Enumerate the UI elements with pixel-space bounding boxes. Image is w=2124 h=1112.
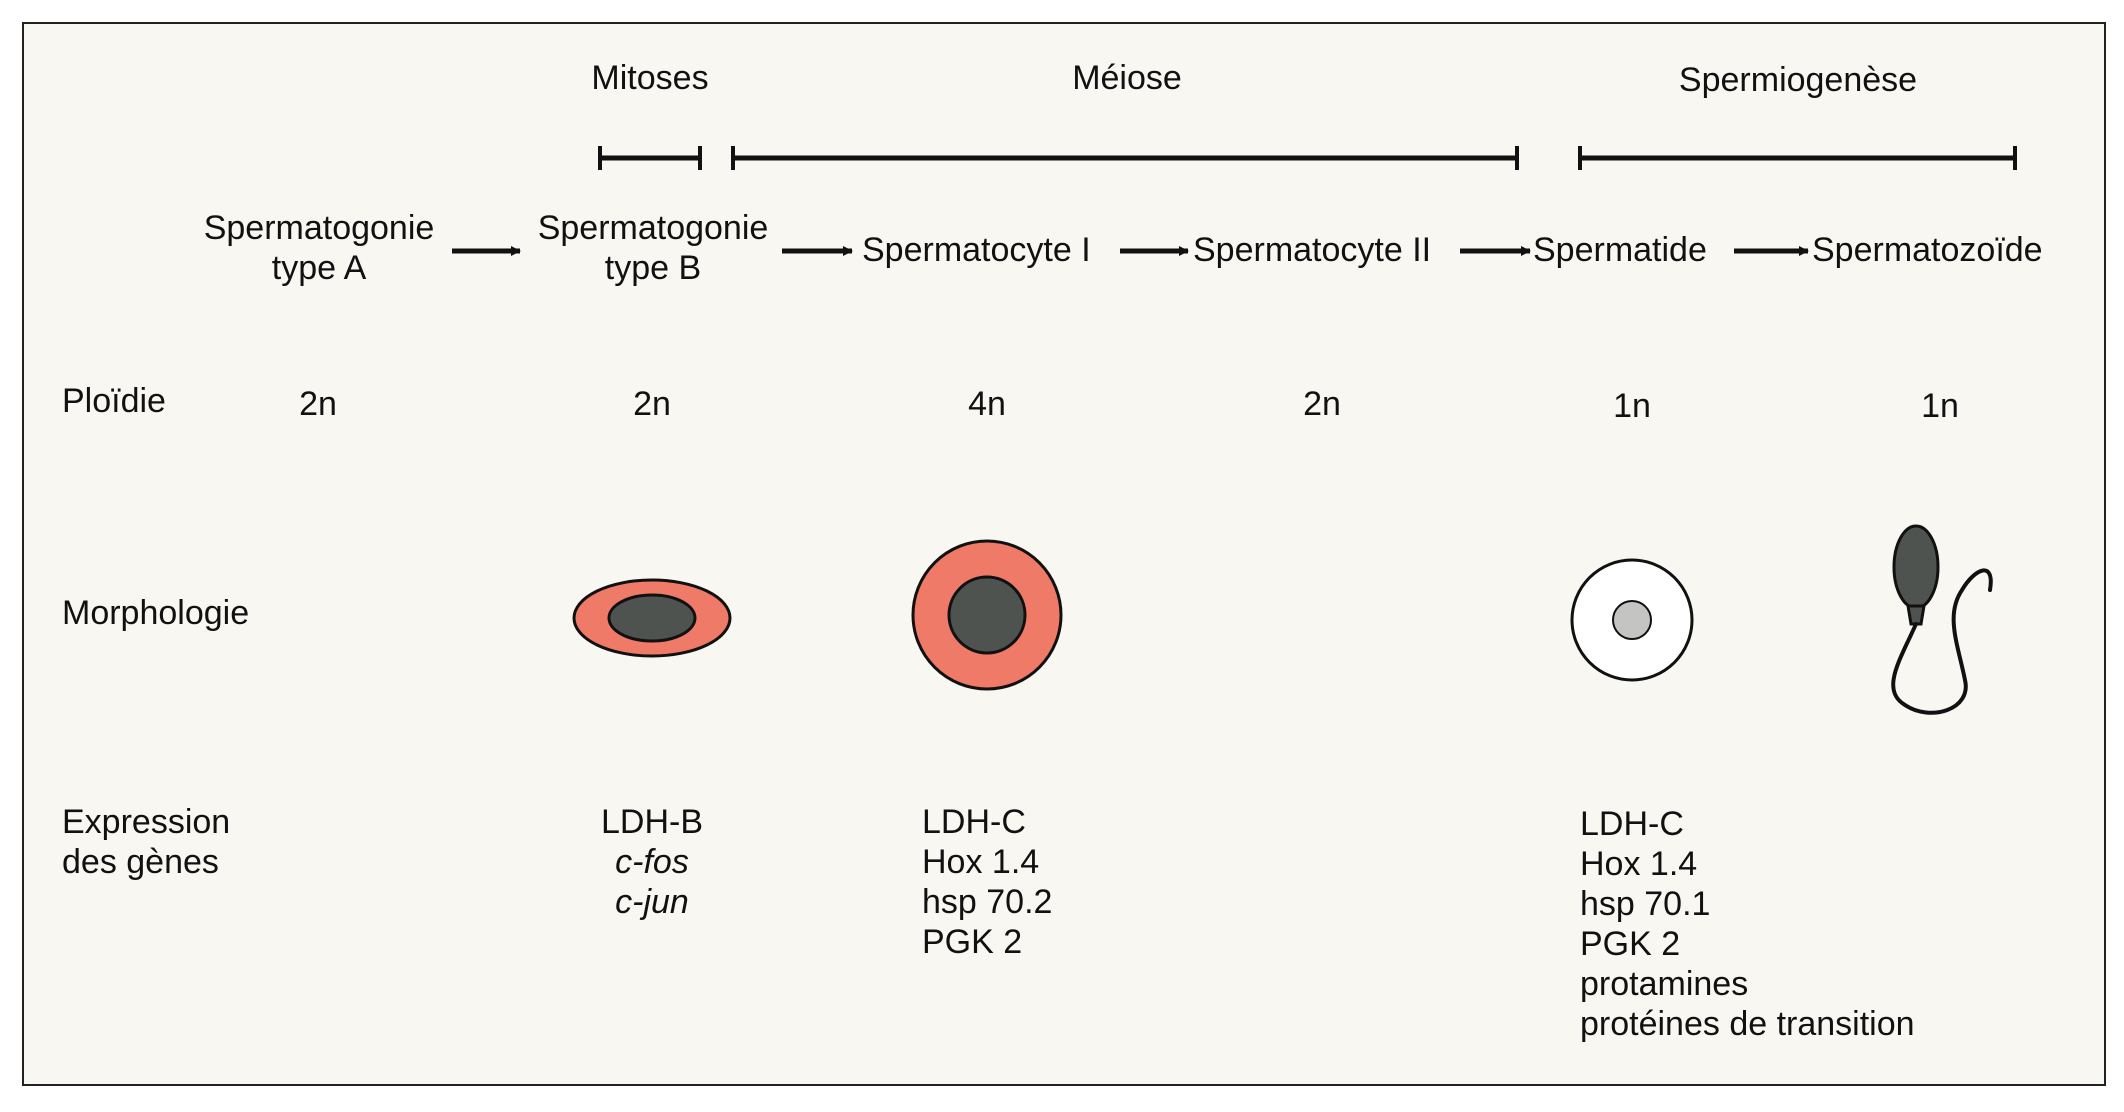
row-label-expression-line1: Expression [62,803,231,841]
ploidy-spermatozoide: 1n [1921,387,1959,425]
ploidy-spermatide: 1n [1613,387,1651,425]
nucleus [607,593,697,643]
row-label-expression: Expression des gènes [62,802,230,882]
cell-spermatogonie-b [572,578,732,658]
gene-item: LDH-B [600,803,704,841]
gene-item: PGK 2 [922,923,1023,961]
phase-label-spermiogenese: Spermiogenèse [1678,61,1918,99]
stage-spermatide: Spermatide [1533,231,1707,269]
gene-item: hsp 70.1 [1580,885,1711,923]
phase-bracket-meiose [731,146,1519,170]
gene-item: protamines [1580,965,1749,1003]
stage-spermatogonie-b-line1: Spermatogonie [537,209,769,247]
phase-bracket-mitoses [598,146,702,170]
ploidy-spermatocyte-2: 2n [1303,385,1341,423]
stage-spermatocyte-1: Spermatocyte I [862,231,1091,269]
sperm-head [1892,524,1940,610]
row-label-expression-line2: des gènes [62,843,219,881]
phase-label-mitoses: Mitoses [591,59,709,97]
gene-item: Hox 1.4 [1580,845,1698,883]
cell-spermatozoide [1891,524,1993,715]
expression-list-spermatogonie-b: LDH-B c-fos c-jun [601,802,703,922]
ploidy-spermatogonie-a: 2n [299,385,337,423]
phase-label-meiose: Méiose [1072,59,1182,97]
gene-item: c-fos [615,843,689,881]
figure-frame [22,22,2106,1086]
stage-spermatogonie-a-line2: type A [271,249,367,287]
phase-bracket-spermiogenese [1578,146,2017,170]
gene-item: LDH-C [922,803,1026,841]
sperm-midpiece [1906,604,1926,626]
ploidy-spermatogonie-b: 2n [633,385,671,423]
expression-list-spermatocyte-1: LDH-C Hox 1.4 hsp 70.2 PGK 2 [922,802,1052,962]
row-label-morphologie: Morphologie [62,594,250,632]
stage-spermatogonie-a: Spermatogonie type A [204,208,435,288]
row-label-ploidie: Ploïdie [62,382,166,420]
gene-item: LDH-C [1580,805,1684,843]
gene-item: PGK 2 [1580,925,1681,963]
stage-spermatogonie-a-line1: Spermatogonie [203,209,435,247]
nucleus [1612,600,1652,640]
cell-spermatocyte-1 [911,539,1063,691]
stage-spermatogonie-b-line2: type B [604,249,702,287]
expression-list-spermatide: LDH-C Hox 1.4 hsp 70.1 PGK 2 protamines … [1580,804,1915,1044]
cell-spermatide [1570,558,1694,682]
stage-spermatocyte-2: Spermatocyte II [1193,231,1432,269]
gene-item: hsp 70.2 [922,883,1053,921]
nucleus [947,575,1027,655]
gene-item: Hox 1.4 [922,843,1040,881]
ploidy-spermatocyte-1: 4n [968,385,1006,423]
gene-item: protéines de transition [1580,1005,1915,1043]
gene-item: c-jun [615,883,689,921]
stage-spermatozoide: Spermatozoïde [1812,231,2043,269]
stage-spermatogonie-b: Spermatogonie type B [538,208,769,288]
sperm-tail [1891,568,1993,715]
